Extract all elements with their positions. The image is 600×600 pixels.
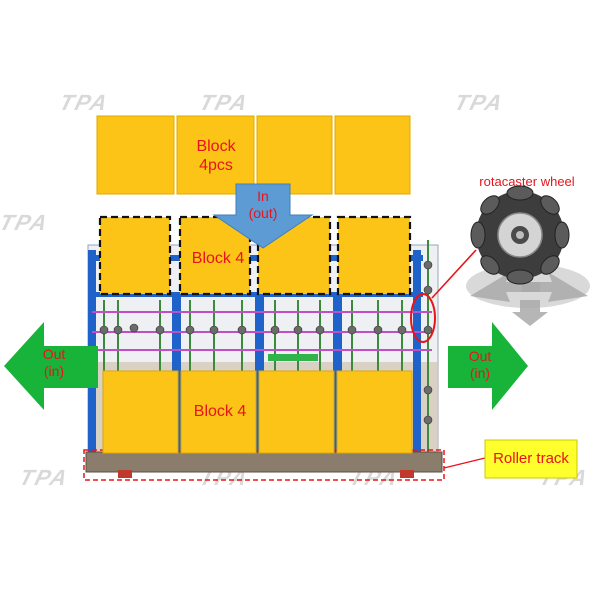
top-block [96,115,175,195]
entry-arrow-label: In (out) [248,188,278,221]
lower-blocks-label: Block 4 [193,403,247,420]
base-foot [400,470,414,478]
wheel-label: rotacaster wheel [479,174,575,189]
roller-track-label-box [484,439,578,479]
roller-track-leader [443,457,486,469]
right-exit-arrow [448,322,528,410]
base-rail [85,451,443,473]
top-block [176,115,255,195]
right-arrow-label: Out (in) [468,348,492,381]
lower-block-group [102,370,413,454]
entry-arrow [212,183,314,249]
lower-block [180,370,257,454]
left-arrow-label: Out (in) [42,346,66,379]
wheel-callout-line [431,249,477,299]
rotacaster-wheel-icon [466,185,590,326]
middle-block [98,215,172,296]
roller-track-label: Roller track [493,450,569,467]
wheel-callout-ellipse [410,293,436,343]
lower-block [102,370,179,454]
top-block-group [96,115,411,195]
middle-block-group [98,215,412,296]
lower-block [336,370,413,454]
top-blocks-label: Block 4pcs [196,138,236,175]
roller-heads [99,260,433,425]
top-block [334,115,411,195]
lower-block [258,370,335,454]
middle-blocks-label: Block 4 [191,250,245,267]
base-foot [118,470,132,478]
control-strip [268,354,318,361]
middle-block [336,215,412,296]
left-exit-arrow [4,322,98,410]
top-block [256,115,333,195]
